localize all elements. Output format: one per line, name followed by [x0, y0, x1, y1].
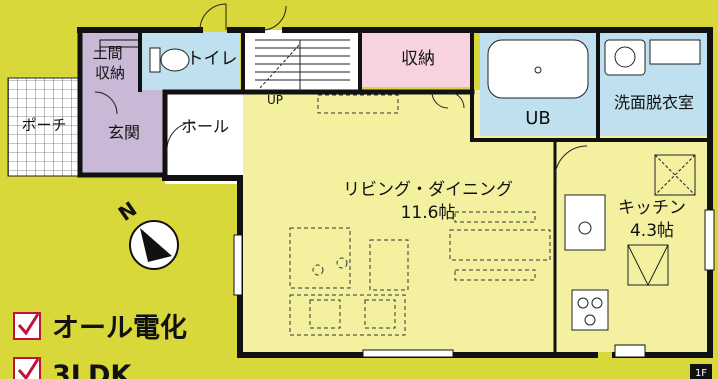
room-kitchen-size: 4.3帖	[630, 221, 674, 241]
room-kitchen-label: キッチン	[618, 198, 686, 218]
compass-arrow-icon	[140, 228, 172, 262]
hall-area	[165, 92, 243, 184]
furniture-outlines	[289, 94, 551, 336]
floor-tag-box	[690, 364, 712, 379]
room-washroom-label: 洗面脱衣室	[614, 93, 694, 112]
room-storage-label: 収納	[401, 49, 435, 69]
stair-area	[245, 30, 360, 92]
compass-north-label: N	[114, 197, 141, 226]
porch-area	[7, 77, 81, 177]
doma-storage-area	[80, 32, 138, 90]
fixtures	[149, 39, 701, 331]
feature-text-2: 3LDK	[52, 360, 132, 379]
entrance-area	[80, 90, 165, 175]
compass: N	[114, 197, 179, 270]
storage-area	[362, 32, 472, 87]
walls	[77, 27, 713, 358]
room-porch-label: ポーチ	[21, 116, 66, 134]
windows	[99, 39, 715, 358]
room-entrance-label: 玄関	[108, 123, 140, 142]
room-toilet-label: トイレ	[187, 49, 238, 69]
room-unit-bath-label: UB	[525, 108, 551, 129]
room-living-dining-size: 11.6帖	[401, 203, 456, 223]
check-mark-icon	[17, 313, 40, 336]
floor-tag: 1F	[695, 368, 707, 379]
feature-item-1: オール電化	[13, 312, 187, 344]
stairs	[255, 39, 350, 92]
feature-item-2: 3LDK	[13, 357, 132, 379]
feature-text-1: オール電化	[52, 313, 187, 344]
room-doma-storage-label: 土間 収納	[93, 44, 128, 82]
check-mark-icon	[17, 358, 40, 379]
stairs-up-label: UP	[267, 93, 283, 107]
doma-storage-line2: 収納	[95, 64, 125, 82]
doma-storage-line1: 土間	[93, 44, 123, 62]
room-hall-label: ホール	[181, 117, 229, 136]
door-swings	[94, 3, 588, 179]
room-living-dining-label: リビング・ダイニング	[343, 180, 513, 200]
